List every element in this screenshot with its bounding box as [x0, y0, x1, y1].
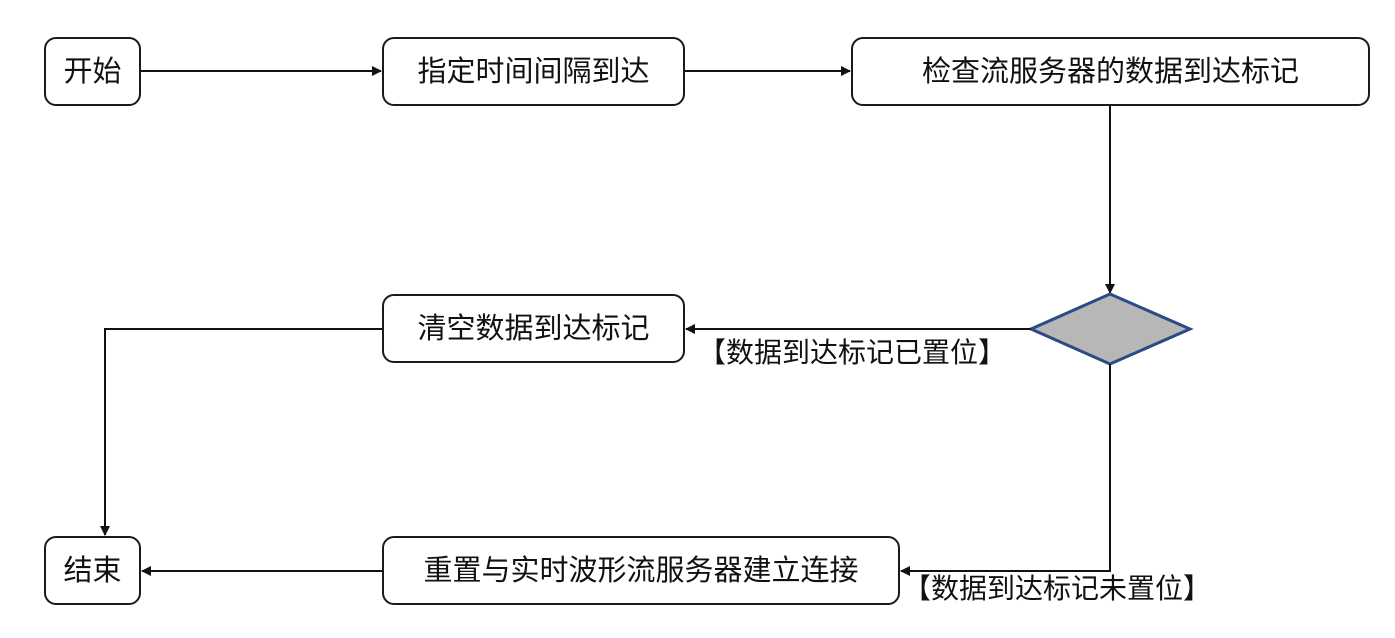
end-node-label: 结束: [63, 553, 122, 587]
clear-flag-label: 清空数据到达标记: [417, 311, 650, 345]
start-node: 开始: [44, 37, 141, 106]
check-flag-node: 检查流服务器的数据到达标记: [851, 37, 1370, 106]
reconnect-node: 重置与实时波形流服务器建立连接: [382, 536, 900, 605]
check-flag-label: 检查流服务器的数据到达标记: [921, 54, 1299, 88]
start-node-label: 开始: [63, 54, 122, 88]
edge-label-flag-unset: 【数据到达标记未置位】: [903, 572, 1212, 605]
arrow-clear-to-end: [100, 328, 382, 536]
reconnect-label: 重置与实时波形流服务器建立连接: [423, 553, 859, 587]
clear-flag-node: 清空数据到达标记: [382, 294, 685, 363]
set-interval-label: 指定时间间隔到达: [417, 54, 650, 88]
set-interval-node: 指定时间间隔到达: [382, 37, 685, 106]
arrow-decision-to-reconnect: [900, 364, 1111, 576]
end-node: 结束: [44, 536, 141, 605]
decision-diamond: [1027, 292, 1194, 366]
edge-label-flag-set: 【数据到达标记已置位】: [698, 336, 1007, 369]
